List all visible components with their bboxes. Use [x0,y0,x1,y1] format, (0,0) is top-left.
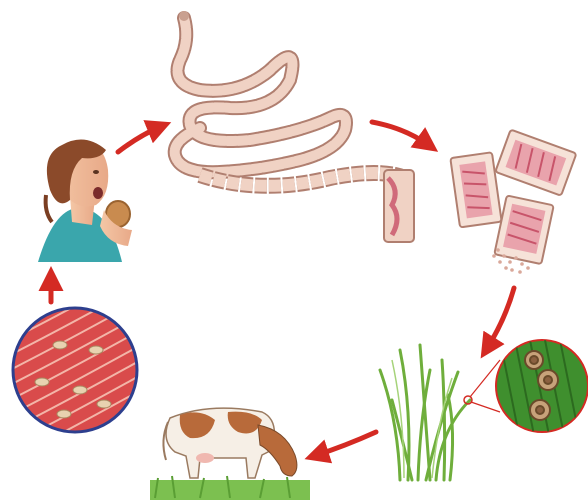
person-eating-icon [38,140,132,262]
grass-with-eggs-icon [380,340,588,480]
muscle-cysts-icon [0,250,150,465]
cow-grazing-icon [150,408,310,500]
arrow-proglottids-to-grass [486,288,514,350]
tapeworm-icon [175,11,414,242]
arrow-grass-to-cattle [314,432,376,456]
arrow-tapeworm-to-proglottids [372,122,430,146]
arrow-human-to-tapeworm [118,126,162,152]
proglottid-segments-icon [450,130,576,274]
